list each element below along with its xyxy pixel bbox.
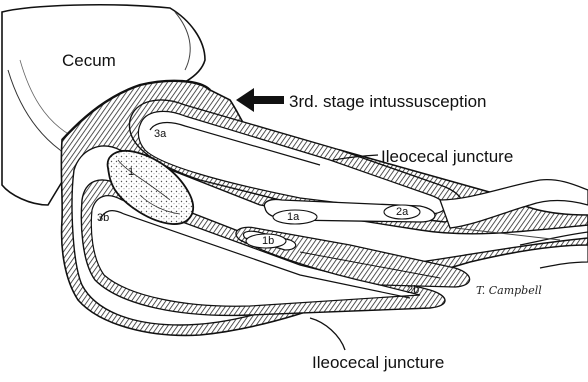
marker-2a: 2a [396, 206, 408, 218]
marker-2b: 2b [407, 284, 419, 296]
stage-title: 3rd. stage intussusception [289, 92, 487, 112]
artist-signature: T. Campbell [476, 284, 542, 297]
marker-1: 1 [128, 166, 134, 178]
marker-3a: 3a [154, 128, 166, 140]
marker-3b: 3b [97, 212, 109, 224]
ileocecal-juncture-lower-label: Ileocecal juncture [312, 353, 444, 373]
marker-1a: 1a [287, 211, 299, 223]
left-arrow-icon [236, 88, 284, 112]
ileocecal-juncture-upper-label: Ileocecal juncture [381, 147, 513, 167]
cecum-label: Cecum [62, 51, 116, 71]
marker-1b: 1b [262, 235, 274, 247]
